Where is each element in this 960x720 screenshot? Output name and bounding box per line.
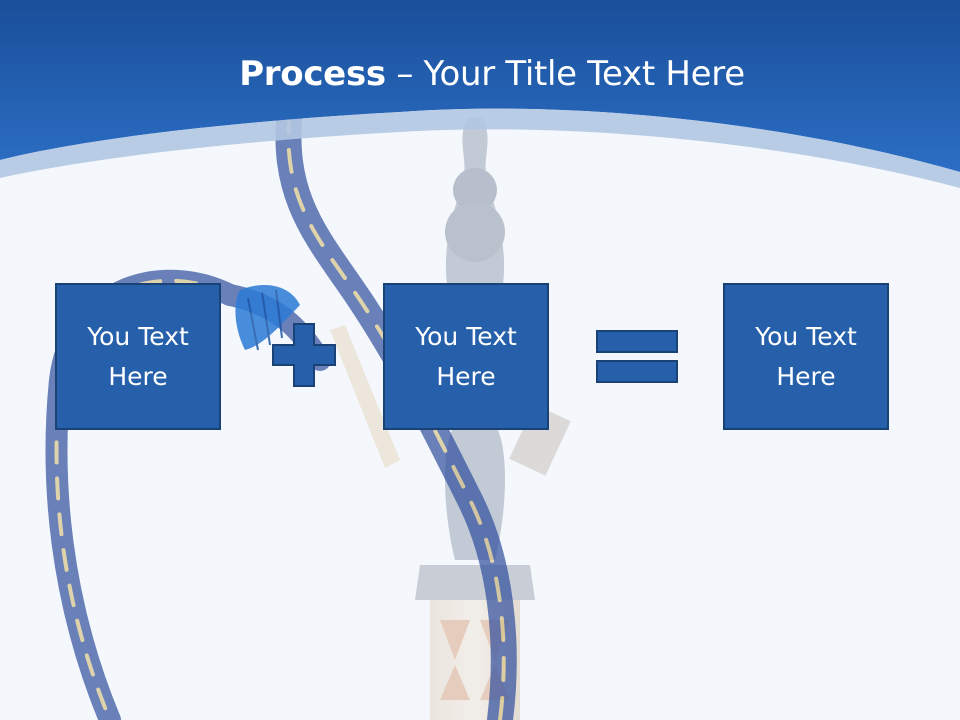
equals-icon [596, 330, 678, 383]
process-box-1-text: You Text Here [87, 321, 189, 391]
process-box-3-text: You Text Here [755, 321, 857, 391]
title-rest-part: – Your Title Text Here [385, 54, 745, 94]
plus-icon [272, 323, 336, 387]
process-box-2-text: You Text Here [415, 321, 517, 391]
process-box-1[interactable]: You Text Here [55, 283, 221, 430]
process-box-2[interactable]: You Text Here [383, 283, 549, 430]
title-bold-part: Process [239, 54, 386, 94]
process-box-3[interactable]: You Text Here [723, 283, 889, 430]
slide-title: Process – Your Title Text Here [0, 52, 960, 96]
